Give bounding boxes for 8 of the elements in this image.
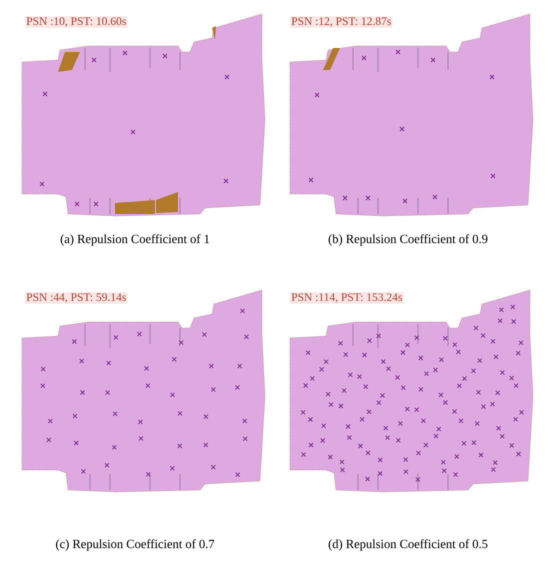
metric-label: PSN :114, PST: 153.24s (290, 292, 404, 304)
metric-label: PSN :44, PST: 59.14s (25, 292, 128, 304)
panel-caption: (d) Repulsion Coefficient of 0.5 (328, 539, 488, 551)
panel-caption: (b) Repulsion Coefficient of 0.9 (328, 234, 488, 246)
panel-caption: (a) Repulsion Coefficient of 1 (60, 234, 210, 246)
panel-caption: (c) Repulsion Coefficient of 0.7 (56, 539, 214, 551)
metric-label: PSN :12, PST: 12.87s (290, 16, 392, 28)
metric-label: PSN :10, PST: 10.60s (25, 16, 128, 28)
